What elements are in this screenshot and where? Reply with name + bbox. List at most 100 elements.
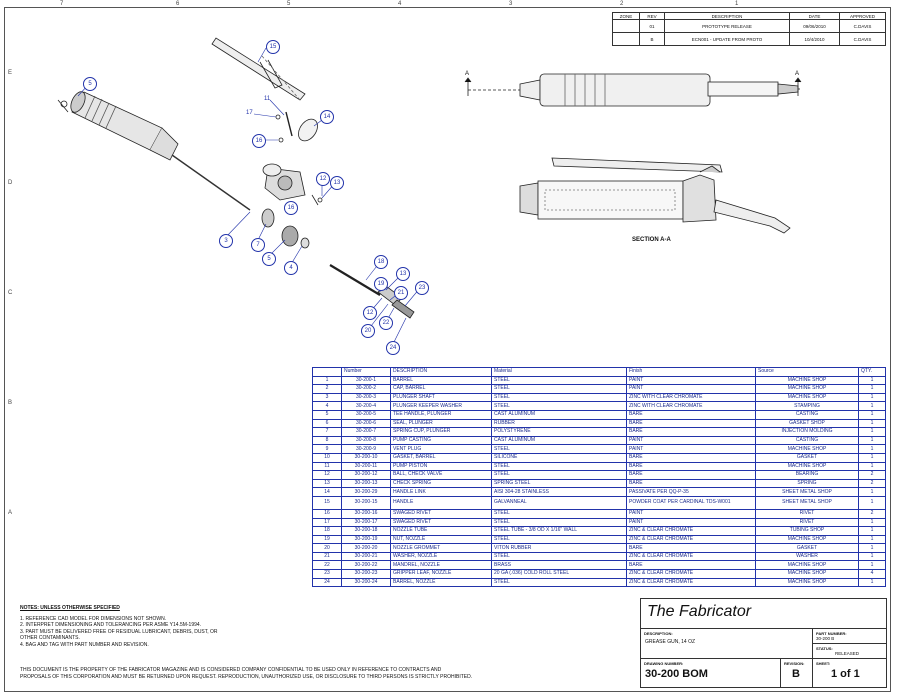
bom-header-source: Source [755, 367, 859, 377]
callout-balloon: 23 [415, 281, 429, 295]
bom-description: NOZZLE GROMMET [390, 543, 492, 553]
description-label: DESCRIPTION: [644, 631, 673, 636]
bom-finish: BARE [626, 418, 756, 429]
bom-qty: 1 [858, 560, 886, 571]
callout-balloon: 12 [316, 172, 330, 186]
bom-finish: BARE [626, 560, 756, 571]
zone-top-2: 2 [620, 1, 624, 7]
bom-material: STEEL [491, 401, 627, 411]
bom-item: 6 [312, 418, 342, 429]
confidentiality-notice: THIS DOCUMENT IS THE PROPERTY OF THE FAB… [20, 667, 630, 681]
bom-description: GRIPPER LEAF, NOZZLE [390, 569, 492, 579]
plunger-seal-part [281, 225, 299, 247]
bom-source: MACHINE SHOP [755, 560, 859, 571]
bom-qty: 1 [858, 375, 886, 386]
sheet-label: SHEET: [816, 661, 831, 666]
bom-qty: 1 [858, 495, 886, 510]
bom-qty: 1 [858, 444, 886, 454]
disclaimer-line: PROPOSALS OF THIS CORPORATION AND MUST B… [20, 674, 473, 680]
bom-number: 30-200-15 [341, 495, 391, 510]
bom-number: 30-200-7 [341, 427, 391, 437]
part-number-label: PART NUMBER: [816, 631, 847, 636]
bom-qty: 2 [858, 478, 886, 489]
bom-material: STEEL [491, 517, 627, 528]
rev-number: B [639, 32, 665, 46]
bom-finish: PAINT [626, 375, 756, 386]
description-cell: DESCRIPTION: GREASE GUN, 14 OZ [641, 629, 813, 659]
bom-description: PLUNGER KEEPER WASHER [390, 401, 492, 411]
callout-balloon: 21 [394, 286, 408, 300]
bom-header-item [312, 367, 342, 377]
bom-finish: BARE [626, 427, 756, 437]
bom-qty: 1 [858, 517, 886, 528]
bom-source: CASTING [755, 409, 859, 420]
bom-number: 30-200-8 [341, 435, 391, 446]
bom-number: 30-200-11 [341, 461, 391, 472]
barrel-part [57, 91, 251, 211]
bom-description: HANDLE [390, 495, 492, 510]
bom-material: STEEL [491, 384, 627, 394]
bom-source: SPRING [755, 478, 859, 489]
zone-top-6: 6 [176, 1, 180, 7]
bom-number: 30-200-19 [341, 534, 391, 545]
bom-finish: BARE [626, 461, 756, 472]
zone-side-c: C [8, 290, 13, 296]
bom-item: 13 [312, 478, 342, 489]
bom-material: AISI 304-28 STAINLESS [491, 487, 627, 497]
bom-number: 30-200-18 [341, 526, 391, 536]
bom-item: 12 [312, 470, 342, 480]
bom-material: STEEL [491, 577, 627, 588]
bom-qty: 1 [858, 409, 886, 420]
keeper-washer-part [300, 237, 310, 249]
bom-finish: ZINC & CLEAR CHROMATE [626, 577, 756, 588]
bom-finish: PASSIVATE PER QQ-P-35 [626, 487, 756, 497]
bom-number: 30-200-17 [341, 517, 391, 528]
sheet-cell: SHEET: 1 of 1 [813, 659, 887, 688]
bom-qty: 1 [858, 401, 886, 411]
bom-source: CASTING [755, 435, 859, 446]
bom-finish: PAINT [626, 435, 756, 446]
bom-finish: BARE [626, 543, 756, 553]
handle-link-part [298, 118, 318, 142]
status-label: STATUS: [816, 646, 833, 651]
note-item: 3. PART MUST BE DELIVERED FREE OF RESIDU… [20, 628, 218, 635]
bom-source: GASKET SHOP [755, 418, 859, 429]
revision-table: ZONE REV DESCRIPTION DATE APPROVED 01 PR… [612, 12, 886, 46]
callout-label: 11 [264, 96, 271, 102]
bom-item: 23 [312, 569, 342, 579]
zone-side-d: D [8, 180, 13, 186]
bom-description: CHECK SPRING [390, 478, 492, 489]
bom-finish: ZINC & CLEAR CHROMATE [626, 534, 756, 545]
rev-approved: C.DAVIS [839, 32, 886, 46]
bom-material: STEEL [491, 375, 627, 386]
bom-material: STEEL [491, 461, 627, 472]
note-item: OTHER CONTAMINANTS. [20, 635, 80, 642]
bom-finish: ZINC & CLEAR CHROMATE [626, 569, 756, 579]
part-number-cell: PART NUMBER: 30-200 B [813, 629, 887, 644]
bom-item: 5 [312, 409, 342, 420]
bom-item: 2 [312, 384, 342, 394]
bom-material: 20 GA (.036) COLD ROLL STEEL [491, 569, 627, 579]
note-item: 2. INTERPRET DIMENSIONING AND TOLERANCIN… [20, 622, 202, 629]
bom-qty: 1 [858, 384, 886, 394]
drawing-views [57, 37, 802, 347]
bom-material: STEEL [491, 392, 627, 403]
bom-source: MACHINE SHOP [755, 444, 859, 454]
bom-description: TEE HANDLE, PLUNGER [390, 409, 492, 420]
bom-number: 30-200-5 [341, 409, 391, 420]
revision-value: B [792, 668, 800, 680]
bom-finish: BARE [626, 478, 756, 489]
